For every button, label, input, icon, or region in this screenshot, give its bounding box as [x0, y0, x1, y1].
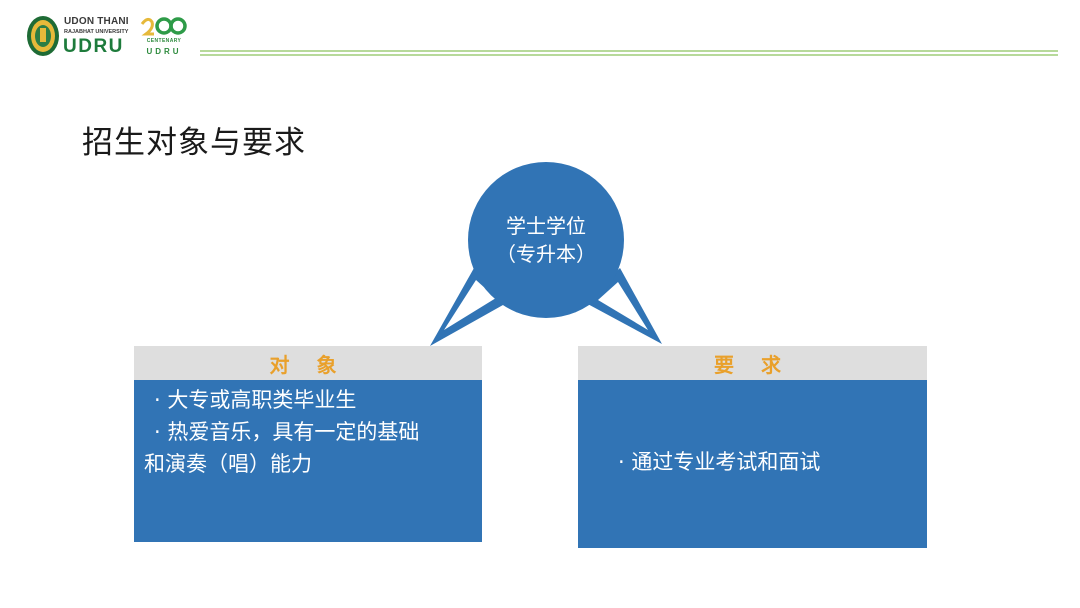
- logo-text-rajabhat: RAJABHAT UNIVERSITY: [64, 29, 129, 35]
- left-box-item: · 热爱音乐，具有一定的基础: [154, 420, 420, 444]
- logo-text-udru: UDRU: [63, 36, 124, 57]
- right-box-body: · 通过专业考试和面试: [578, 380, 927, 548]
- left-box-heading: 对 象: [134, 346, 482, 380]
- left-box-item: · 大专或高职类毕业生: [154, 388, 357, 412]
- centenary-udru-label: UDRU: [146, 47, 182, 56]
- logo-text-udon-thani: UDON THANI: [64, 16, 129, 27]
- centenary-logo: CENTENARY UDRU: [138, 14, 190, 60]
- center-node: 学士学位 （专升本）: [466, 212, 626, 268]
- centenary-label: CENTENARY: [146, 38, 182, 44]
- center-node-line2: （专升本）: [496, 242, 596, 266]
- left-box-item: 和演奏（唱）能力: [144, 452, 312, 476]
- university-logo: UDON THANI RAJABHAT UNIVERSITY UDRU CENT…: [26, 14, 196, 60]
- right-box-item: · 通过专业考试和面试: [618, 450, 821, 474]
- left-box-body: · 大专或高职类毕业生 · 热爱音乐，具有一定的基础 和演奏（唱）能力: [134, 380, 482, 542]
- right-box-heading: 要 求: [578, 346, 927, 380]
- right-connector-inner: [598, 282, 648, 330]
- centenary-rings-icon: [140, 17, 187, 36]
- university-seal-icon: [27, 16, 59, 56]
- center-node-circle: [468, 162, 624, 318]
- left-connector-inner: [444, 280, 496, 330]
- center-node-line1: 学士学位: [506, 214, 586, 238]
- header-divider: [200, 50, 1058, 58]
- slide-title: 招生对象与要求: [82, 125, 306, 161]
